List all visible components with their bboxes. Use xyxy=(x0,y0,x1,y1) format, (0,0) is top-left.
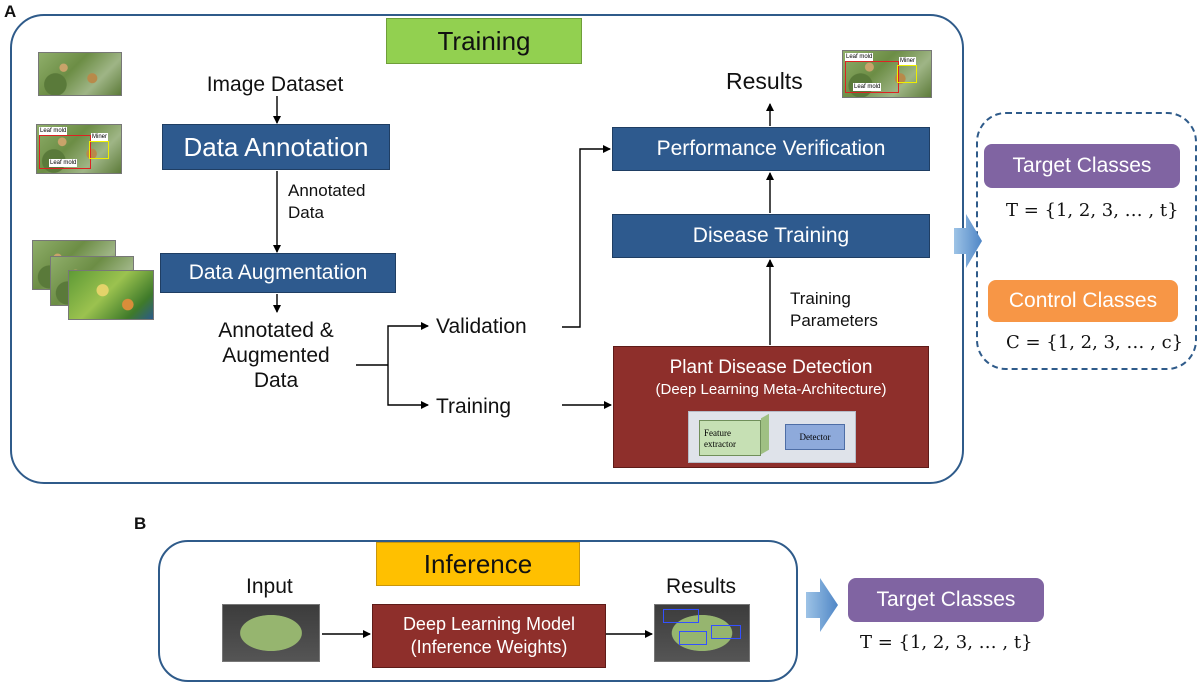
aad-line2: Augmented xyxy=(222,344,330,368)
data-augmentation-box: Data Augmentation xyxy=(160,253,396,293)
panel-a-letter: A xyxy=(4,2,17,21)
target-classes-badge: Target Classes xyxy=(984,144,1180,188)
results-thumbnail: Leaf mold Miner Leaf mold xyxy=(842,50,932,98)
bbox xyxy=(39,135,91,169)
bbox xyxy=(663,609,699,623)
augmented-thumbnail-3 xyxy=(68,270,154,320)
panel-b-letter: B xyxy=(134,514,147,533)
thumb-label-leaf-mold-2: Leaf mold xyxy=(49,159,78,167)
inference-target-classes-badge: Target Classes xyxy=(848,578,1044,622)
detection-title: Plant Disease Detection xyxy=(669,357,873,378)
arrow-split-to-validation xyxy=(387,322,429,365)
performance-verification-box: Performance Verification xyxy=(612,127,930,171)
training-parameters-line1: Training xyxy=(790,289,851,308)
training-parameters-label: Training Parameters xyxy=(790,288,920,332)
thumb-label-leaf-mold: Leaf mold xyxy=(845,53,874,61)
bbox xyxy=(845,61,899,93)
aad-line3: Data xyxy=(253,369,299,393)
annotated-data-line1: Annotated xyxy=(288,181,366,200)
arrow-validation-to-verification xyxy=(562,145,611,328)
detection-subtitle: (Deep Learning Meta-Architecture) xyxy=(655,381,887,398)
disease-training-box: Disease Training xyxy=(612,214,930,258)
inference-target-formula: T = {1, 2, 3, … , t} xyxy=(860,632,1033,653)
training-label: Training xyxy=(436,395,512,418)
detector-block: Detector xyxy=(785,424,845,450)
feature-extractor-line2: extractor xyxy=(704,439,736,449)
deep-learning-model-box: Deep Learning Model (Inference Weights) xyxy=(372,604,606,668)
image-dataset-label: Image Dataset xyxy=(206,73,344,96)
thumb-label-miner: Miner xyxy=(91,133,109,141)
inference-results-label: Results xyxy=(666,575,737,598)
meta-architecture-diagram: Feature extractor Detector xyxy=(688,411,856,463)
big-arrow-inference-to-classes xyxy=(806,578,838,632)
annotated-thumbnail: Leaf mold Miner Leaf mold xyxy=(36,124,122,174)
annotated-augmented-label: Annotated & Augmented Data xyxy=(196,318,356,394)
arrow-split-to-training xyxy=(387,365,429,409)
target-classes-formula: T = {1, 2, 3, … , t} xyxy=(1006,200,1179,221)
training-parameters-line2: Parameters xyxy=(790,311,878,331)
bbox xyxy=(711,625,741,639)
model-line2: (Inference Weights) xyxy=(410,637,568,657)
thumb-label-miner: Miner xyxy=(899,57,917,65)
input-label: Input xyxy=(246,575,293,598)
training-title: Training xyxy=(386,18,582,64)
results-label: Results xyxy=(726,68,803,94)
feature-extractor-block: Feature extractor xyxy=(699,420,761,456)
bbox xyxy=(679,631,707,645)
bbox xyxy=(89,141,109,159)
control-classes-badge: Control Classes xyxy=(988,280,1178,322)
aad-line1: Annotated & xyxy=(218,319,334,342)
inference-title: Inference xyxy=(376,542,580,586)
inference-frame xyxy=(158,540,798,682)
result-leaf-image xyxy=(654,604,750,662)
model-line1: Deep Learning Model xyxy=(402,613,576,634)
bbox xyxy=(897,65,917,83)
feature-extractor-line1: Feature xyxy=(704,428,731,438)
annotated-data-label: Annotated Data xyxy=(288,180,398,224)
big-arrow-training-to-classes xyxy=(954,214,982,268)
control-classes-formula: C = {1, 2, 3, … , c} xyxy=(1006,332,1184,353)
data-annotation-box: Data Annotation xyxy=(162,124,390,170)
input-leaf-image xyxy=(222,604,320,662)
annotated-data-line2: Data xyxy=(288,203,324,223)
dataset-thumbnail xyxy=(38,52,122,96)
plant-disease-detection-box: Plant Disease Detection (Deep Learning M… xyxy=(613,346,929,468)
thumb-label-leaf-mold-2: Leaf mold xyxy=(853,83,882,91)
validation-label: Validation xyxy=(436,315,527,338)
thumb-label-leaf-mold: Leaf mold xyxy=(39,127,68,135)
